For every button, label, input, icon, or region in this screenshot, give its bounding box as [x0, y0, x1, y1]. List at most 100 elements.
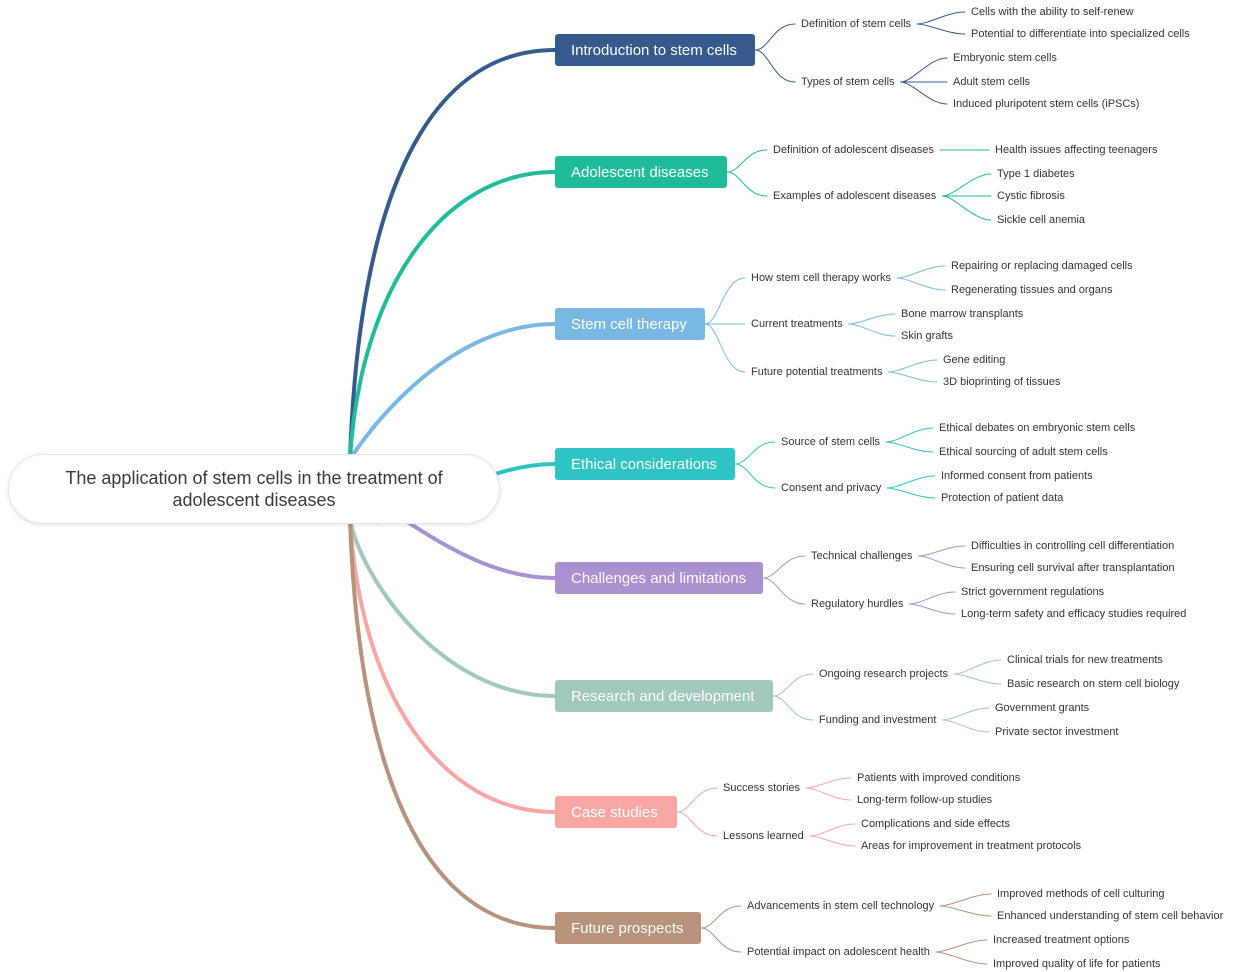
leaf-topic[interactable]: Improved quality of life for patients — [993, 958, 1161, 970]
leaf-connector — [935, 951, 988, 965]
root-topic-label: The application of stem cells in the tre… — [65, 468, 443, 510]
leaf-topic[interactable]: Ensuring cell survival after transplanta… — [971, 562, 1175, 574]
leaf-topic[interactable]: 3D bioprinting of tissues — [943, 376, 1061, 388]
sub-connector — [676, 787, 718, 813]
branch-topic[interactable]: Introduction to stem cells — [555, 34, 755, 66]
leaf-connector — [941, 707, 990, 721]
sub-connector — [734, 441, 776, 465]
sub-topic[interactable]: Definition of stem cells — [801, 18, 912, 30]
leaf-topic[interactable]: Increased treatment options — [993, 934, 1130, 946]
leaf-topic[interactable]: Health issues affecting teenagers — [995, 144, 1158, 156]
leaf-topic[interactable]: Regenerating tissues and organs — [951, 284, 1113, 296]
sub-topic[interactable]: Consent and privacy — [781, 482, 882, 494]
branch-topic-label: Ethical considerations — [571, 455, 717, 473]
branch-connector — [348, 48, 557, 461]
leaf-topic[interactable]: Protection of patient data — [941, 492, 1064, 504]
sub-topic[interactable]: Definition of adolescent diseases — [773, 144, 934, 156]
leaf-topic[interactable]: Difficulties in controlling cell differe… — [971, 540, 1175, 552]
leaf-topic[interactable]: Cystic fibrosis — [997, 190, 1065, 202]
sub-topic[interactable]: Funding and investment — [819, 714, 937, 726]
leaf-connector — [941, 719, 990, 733]
sub-connector — [704, 323, 746, 373]
sub-connector — [754, 23, 796, 51]
sub-topic[interactable]: How stem cell therapy works — [751, 272, 891, 284]
leaf-topic[interactable]: Patients with improved conditions — [857, 772, 1021, 784]
sub-connector — [762, 555, 806, 579]
branch-topic[interactable]: Ethical considerations — [555, 448, 735, 480]
leaf-topic[interactable]: Complications and side effects — [861, 818, 1010, 830]
branch-connector — [348, 322, 557, 461]
branch-connector — [348, 517, 557, 698]
root-topic[interactable]: The application of stem cells in the tre… — [8, 454, 500, 524]
leaf-connector — [941, 173, 992, 197]
leaf-connector — [805, 777, 852, 789]
leaf-topic[interactable]: Long-term safety and efficacy studies re… — [961, 608, 1187, 620]
leaf-topic[interactable]: Areas for improvement in treatment proto… — [861, 840, 1082, 852]
leaf-topic[interactable]: Basic research on stem cell biology — [1007, 678, 1180, 690]
sub-topic[interactable]: Regulatory hurdles — [811, 598, 904, 610]
leaf-topic[interactable]: Embryonic stem cells — [953, 52, 1057, 64]
sub-topic[interactable]: Examples of adolescent diseases — [773, 190, 937, 202]
leaf-connector — [900, 81, 948, 105]
sub-topic[interactable]: Success stories — [723, 782, 801, 794]
leaf-connector — [953, 673, 1002, 685]
branch-topic[interactable]: Challenges and limitations — [555, 562, 763, 594]
leaf-topic[interactable]: Type 1 diabetes — [997, 168, 1075, 180]
leaf-topic[interactable]: Enhanced understanding of stem cell beha… — [997, 910, 1224, 922]
sub-connector — [762, 577, 806, 605]
sub-topic[interactable]: Current treatments — [751, 318, 843, 330]
sub-connector — [754, 49, 796, 83]
sub-connector — [704, 277, 746, 325]
leaf-topic[interactable]: Clinical trials for new treatments — [1007, 654, 1163, 666]
sub-topic[interactable]: Potential impact on adolescent health — [747, 946, 930, 958]
sub-connector — [726, 171, 768, 197]
sub-topic[interactable]: Ongoing research projects — [819, 668, 949, 680]
branch-topic-label: Research and development — [571, 687, 755, 705]
leaf-topic[interactable]: Informed consent from patients — [941, 470, 1093, 482]
leaf-topic[interactable]: Induced pluripotent stem cells (iPSCs) — [953, 98, 1140, 110]
sub-connector — [726, 149, 768, 173]
sub-topic[interactable]: Future potential treatments — [751, 366, 883, 378]
branch-topic[interactable]: Stem cell therapy — [555, 308, 705, 340]
sub-connector — [700, 927, 742, 953]
sub-topic[interactable]: Advancements in stem cell technology — [747, 900, 935, 912]
leaf-topic[interactable]: Long-term follow-up studies — [857, 794, 993, 806]
leaf-topic[interactable]: Sickle cell anemia — [997, 214, 1086, 226]
leaf-topic[interactable]: Private sector investment — [995, 726, 1119, 738]
leaf-topic[interactable]: Adult stem cells — [953, 76, 1031, 88]
sub-topic[interactable]: Source of stem cells — [781, 436, 881, 448]
sub-topic[interactable]: Types of stem cells — [801, 76, 895, 88]
leaf-topic[interactable]: Repairing or replacing damaged cells — [951, 260, 1133, 272]
leaf-topic[interactable]: Cells with the ability to self-renew — [971, 6, 1134, 18]
leaf-connector — [918, 555, 966, 569]
leaf-topic[interactable]: Skin grafts — [901, 330, 953, 342]
branch-topic[interactable]: Adolescent diseases — [555, 156, 727, 188]
leaf-connector — [918, 545, 966, 557]
leaf-connector — [916, 11, 966, 25]
leaf-topic[interactable]: Ethical sourcing of adult stem cells — [939, 446, 1108, 458]
sub-topic[interactable]: Lessons learned — [723, 830, 804, 842]
branch-topic-label: Introduction to stem cells — [571, 41, 737, 59]
branch-topic[interactable]: Case studies — [555, 796, 677, 828]
leaf-topic[interactable]: Ethical debates on embryonic stem cells — [939, 422, 1136, 434]
leaf-connector — [908, 603, 956, 615]
sub-topic[interactable]: Technical challenges — [811, 550, 913, 562]
leaf-topic[interactable]: Bone marrow transplants — [901, 308, 1024, 320]
leaf-topic[interactable]: Strict government regulations — [961, 586, 1105, 598]
leaf-connector — [886, 475, 936, 489]
leaf-topic[interactable]: Government grants — [995, 702, 1090, 714]
leaf-topic[interactable]: Gene editing — [943, 354, 1006, 366]
sub-connector — [700, 905, 742, 929]
branch-topic[interactable]: Future prospects — [555, 912, 701, 944]
leaf-connector — [939, 893, 992, 907]
leaf-topic[interactable]: Potential to differentiate into speciali… — [971, 28, 1190, 40]
leaf-topic[interactable]: Improved methods of cell culturing — [997, 888, 1165, 900]
branch-connector — [348, 517, 557, 930]
leaf-connector — [939, 905, 992, 917]
leaf-connector — [886, 487, 936, 499]
leaf-connector — [935, 939, 988, 953]
leaf-connector — [885, 427, 934, 443]
branch-topic[interactable]: Research and development — [555, 680, 773, 712]
leaf-connector — [900, 57, 948, 83]
